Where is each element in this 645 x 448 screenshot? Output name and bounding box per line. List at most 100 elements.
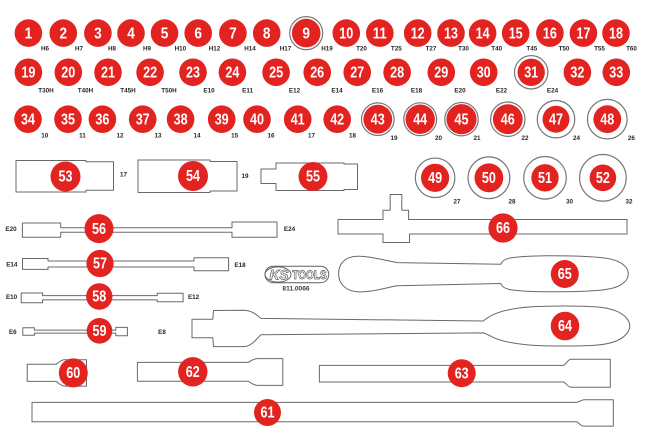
svg-text:H17: H17	[280, 46, 292, 53]
svg-text:T40: T40	[491, 46, 502, 53]
svg-text:12: 12	[116, 133, 124, 140]
svg-text:9: 9	[302, 25, 310, 42]
svg-text:6: 6	[194, 25, 202, 42]
svg-text:40: 40	[250, 111, 264, 128]
svg-text:42: 42	[330, 111, 344, 128]
svg-text:51: 51	[538, 170, 552, 187]
svg-text:19: 19	[21, 65, 35, 82]
svg-text:T30: T30	[458, 46, 469, 53]
svg-text:41: 41	[291, 111, 305, 128]
svg-text:17: 17	[120, 171, 128, 178]
svg-text:T25: T25	[391, 46, 402, 53]
svg-text:10: 10	[339, 25, 353, 42]
svg-text:E14: E14	[331, 88, 343, 95]
svg-text:17: 17	[576, 25, 590, 42]
svg-text:11: 11	[373, 25, 387, 42]
svg-text:30: 30	[477, 65, 491, 82]
svg-text:19: 19	[390, 135, 398, 142]
svg-text:56: 56	[92, 221, 106, 238]
svg-text:E22: E22	[496, 88, 508, 95]
svg-text:13: 13	[444, 25, 458, 42]
svg-text:21: 21	[473, 135, 481, 142]
svg-text:30: 30	[566, 199, 574, 206]
svg-text:E10: E10	[6, 294, 18, 301]
svg-text:T60: T60	[626, 46, 637, 53]
svg-text:50: 50	[482, 170, 496, 187]
svg-text:E8: E8	[158, 329, 166, 336]
svg-text:H19: H19	[321, 46, 333, 53]
svg-text:18: 18	[609, 25, 623, 42]
svg-text:66: 66	[496, 220, 510, 237]
svg-text:29: 29	[434, 65, 448, 82]
svg-text:T40H: T40H	[78, 88, 94, 95]
svg-text:43: 43	[371, 111, 385, 128]
svg-text:E20: E20	[454, 88, 466, 95]
svg-text:7: 7	[229, 25, 237, 42]
svg-text:15: 15	[509, 25, 523, 42]
svg-text:17: 17	[308, 133, 316, 140]
svg-text:15: 15	[231, 133, 239, 140]
svg-text:37: 37	[136, 111, 150, 128]
svg-text:20: 20	[61, 65, 75, 82]
svg-text:16: 16	[267, 133, 275, 140]
svg-text:T50: T50	[559, 46, 570, 53]
svg-text:H12: H12	[209, 46, 221, 53]
svg-text:8: 8	[263, 25, 271, 42]
svg-text:E24: E24	[547, 88, 559, 95]
svg-text:5: 5	[161, 25, 169, 42]
svg-text:E24: E24	[284, 226, 296, 233]
svg-text:E16: E16	[372, 88, 384, 95]
svg-text:25: 25	[269, 65, 283, 82]
svg-text:33: 33	[609, 65, 623, 82]
svg-text:46: 46	[501, 111, 515, 128]
svg-text:T55: T55	[594, 46, 605, 53]
svg-text:H7: H7	[75, 46, 84, 53]
svg-text:22: 22	[521, 135, 529, 142]
svg-text:22: 22	[143, 65, 157, 82]
svg-text:16: 16	[543, 25, 557, 42]
svg-text:TOOLS: TOOLS	[292, 270, 327, 282]
svg-text:59: 59	[93, 323, 107, 340]
svg-text:2: 2	[60, 25, 68, 42]
svg-text:27: 27	[453, 199, 461, 206]
svg-text:39: 39	[215, 111, 229, 128]
svg-text:E11: E11	[242, 88, 253, 95]
svg-text:18: 18	[349, 133, 357, 140]
svg-text:38: 38	[174, 111, 188, 128]
svg-text:58: 58	[92, 289, 106, 306]
svg-text:57: 57	[93, 256, 107, 273]
svg-text:3: 3	[94, 25, 102, 42]
svg-text:T45H: T45H	[120, 88, 136, 95]
svg-text:H14: H14	[244, 46, 256, 53]
svg-text:KS: KS	[270, 267, 289, 282]
svg-text:26: 26	[628, 135, 636, 142]
svg-text:14: 14	[476, 25, 490, 42]
svg-text:4: 4	[127, 25, 135, 42]
svg-text:E18: E18	[234, 262, 246, 269]
svg-text:T30H: T30H	[38, 88, 54, 95]
svg-text:63: 63	[455, 365, 469, 382]
svg-text:E14: E14	[6, 261, 18, 268]
svg-text:23: 23	[186, 65, 200, 82]
svg-text:H6: H6	[41, 46, 50, 53]
svg-text:T27: T27	[426, 46, 437, 53]
svg-text:21: 21	[101, 65, 115, 82]
svg-text:19: 19	[241, 173, 249, 180]
svg-text:E18: E18	[411, 88, 423, 95]
svg-text:45: 45	[455, 111, 469, 128]
svg-text:14: 14	[193, 133, 201, 140]
svg-text:H10: H10	[175, 46, 187, 53]
svg-text:64: 64	[558, 318, 572, 335]
svg-text:31: 31	[524, 65, 538, 82]
svg-text:52: 52	[596, 170, 610, 187]
svg-text:T20: T20	[356, 46, 367, 53]
svg-text:44: 44	[413, 111, 427, 128]
svg-text:47: 47	[549, 111, 563, 128]
svg-text:13: 13	[154, 133, 162, 140]
svg-text:32: 32	[570, 65, 584, 82]
svg-text:E20: E20	[5, 226, 17, 233]
svg-text:12: 12	[411, 25, 425, 42]
svg-text:53: 53	[59, 169, 73, 186]
svg-text:H8: H8	[108, 46, 117, 53]
svg-text:34: 34	[21, 111, 35, 128]
